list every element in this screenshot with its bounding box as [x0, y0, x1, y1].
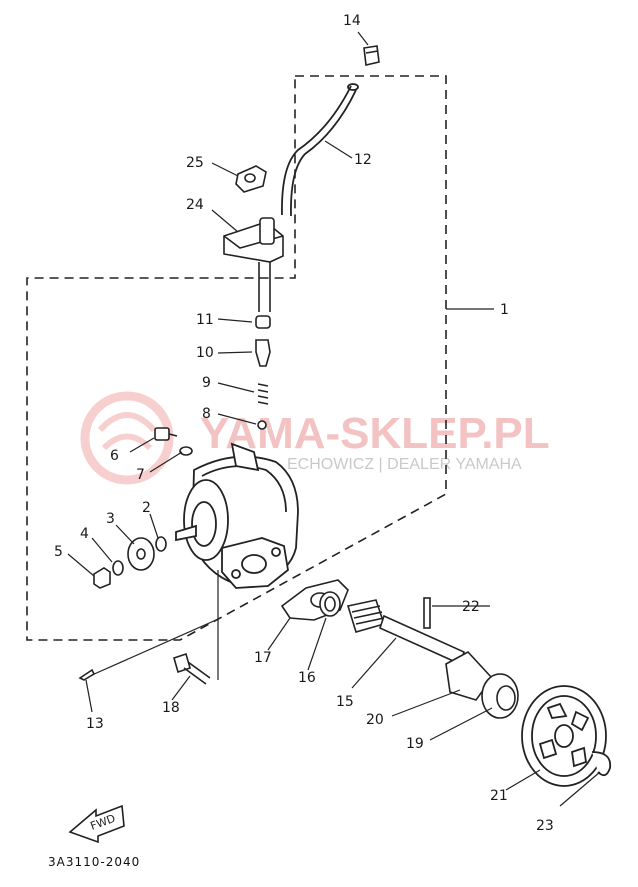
callout-15: 15: [336, 694, 354, 710]
oil-pump-body: [175, 442, 299, 589]
callout-13: 13: [86, 716, 104, 732]
pipe-cap: [363, 45, 380, 66]
callout-18: 18: [162, 700, 180, 716]
pump-gasket: [280, 579, 349, 621]
callout-21: 21: [490, 788, 508, 804]
drive-shaft: [346, 597, 519, 719]
callout-24: 24: [186, 197, 204, 213]
oil-pipe: [281, 83, 359, 217]
assembly-boundary: [26, 75, 447, 641]
callout-20: 20: [366, 712, 384, 728]
bleed-bolt: [154, 427, 193, 456]
callout-17: 17: [254, 650, 272, 666]
callout-14: 14: [343, 13, 361, 29]
pump-shaft-parts: [93, 536, 167, 589]
callout-19: 19: [406, 736, 424, 752]
watermark-title: YAMA-SKLEP.PL: [200, 409, 550, 458]
callout-11: 11: [196, 312, 214, 328]
callout-8: 8: [202, 406, 211, 422]
callout-2: 2: [142, 500, 151, 516]
pipe-bracket: [223, 217, 284, 312]
hose-clamp: [235, 165, 267, 193]
callout-5: 5: [54, 544, 63, 560]
callout-25: 25: [186, 155, 204, 171]
callout-4: 4: [80, 526, 89, 542]
diagram-code: 3A3110-2040: [48, 855, 140, 869]
callout-labels: 14 12 25 24 1 11 10 9 8 6 7 2 3 4 5 22 1…: [54, 13, 554, 834]
callout-3: 3: [106, 511, 115, 527]
callout-6: 6: [110, 448, 119, 464]
leader-lines: [67, 31, 601, 807]
callout-1: 1: [500, 302, 509, 318]
callout-10: 10: [196, 345, 214, 361]
watermark: YAMA-SKLEP.PL ECHOWICZ | DEALER YAMAHA: [80, 391, 550, 485]
callout-22: 22: [462, 599, 480, 615]
fwd-arrow-icon: FWD: [68, 804, 125, 844]
clip-and-bolt: [78, 652, 211, 685]
callout-9: 9: [202, 375, 211, 391]
callout-23: 23: [536, 818, 554, 834]
watermark-subtitle: ECHOWICZ | DEALER YAMAHA: [287, 456, 522, 473]
check-valve-stack: [255, 315, 271, 430]
callout-12: 12: [354, 152, 372, 168]
pump-drive-gear: [521, 685, 612, 787]
callout-16: 16: [298, 670, 316, 686]
callout-7: 7: [136, 467, 145, 483]
